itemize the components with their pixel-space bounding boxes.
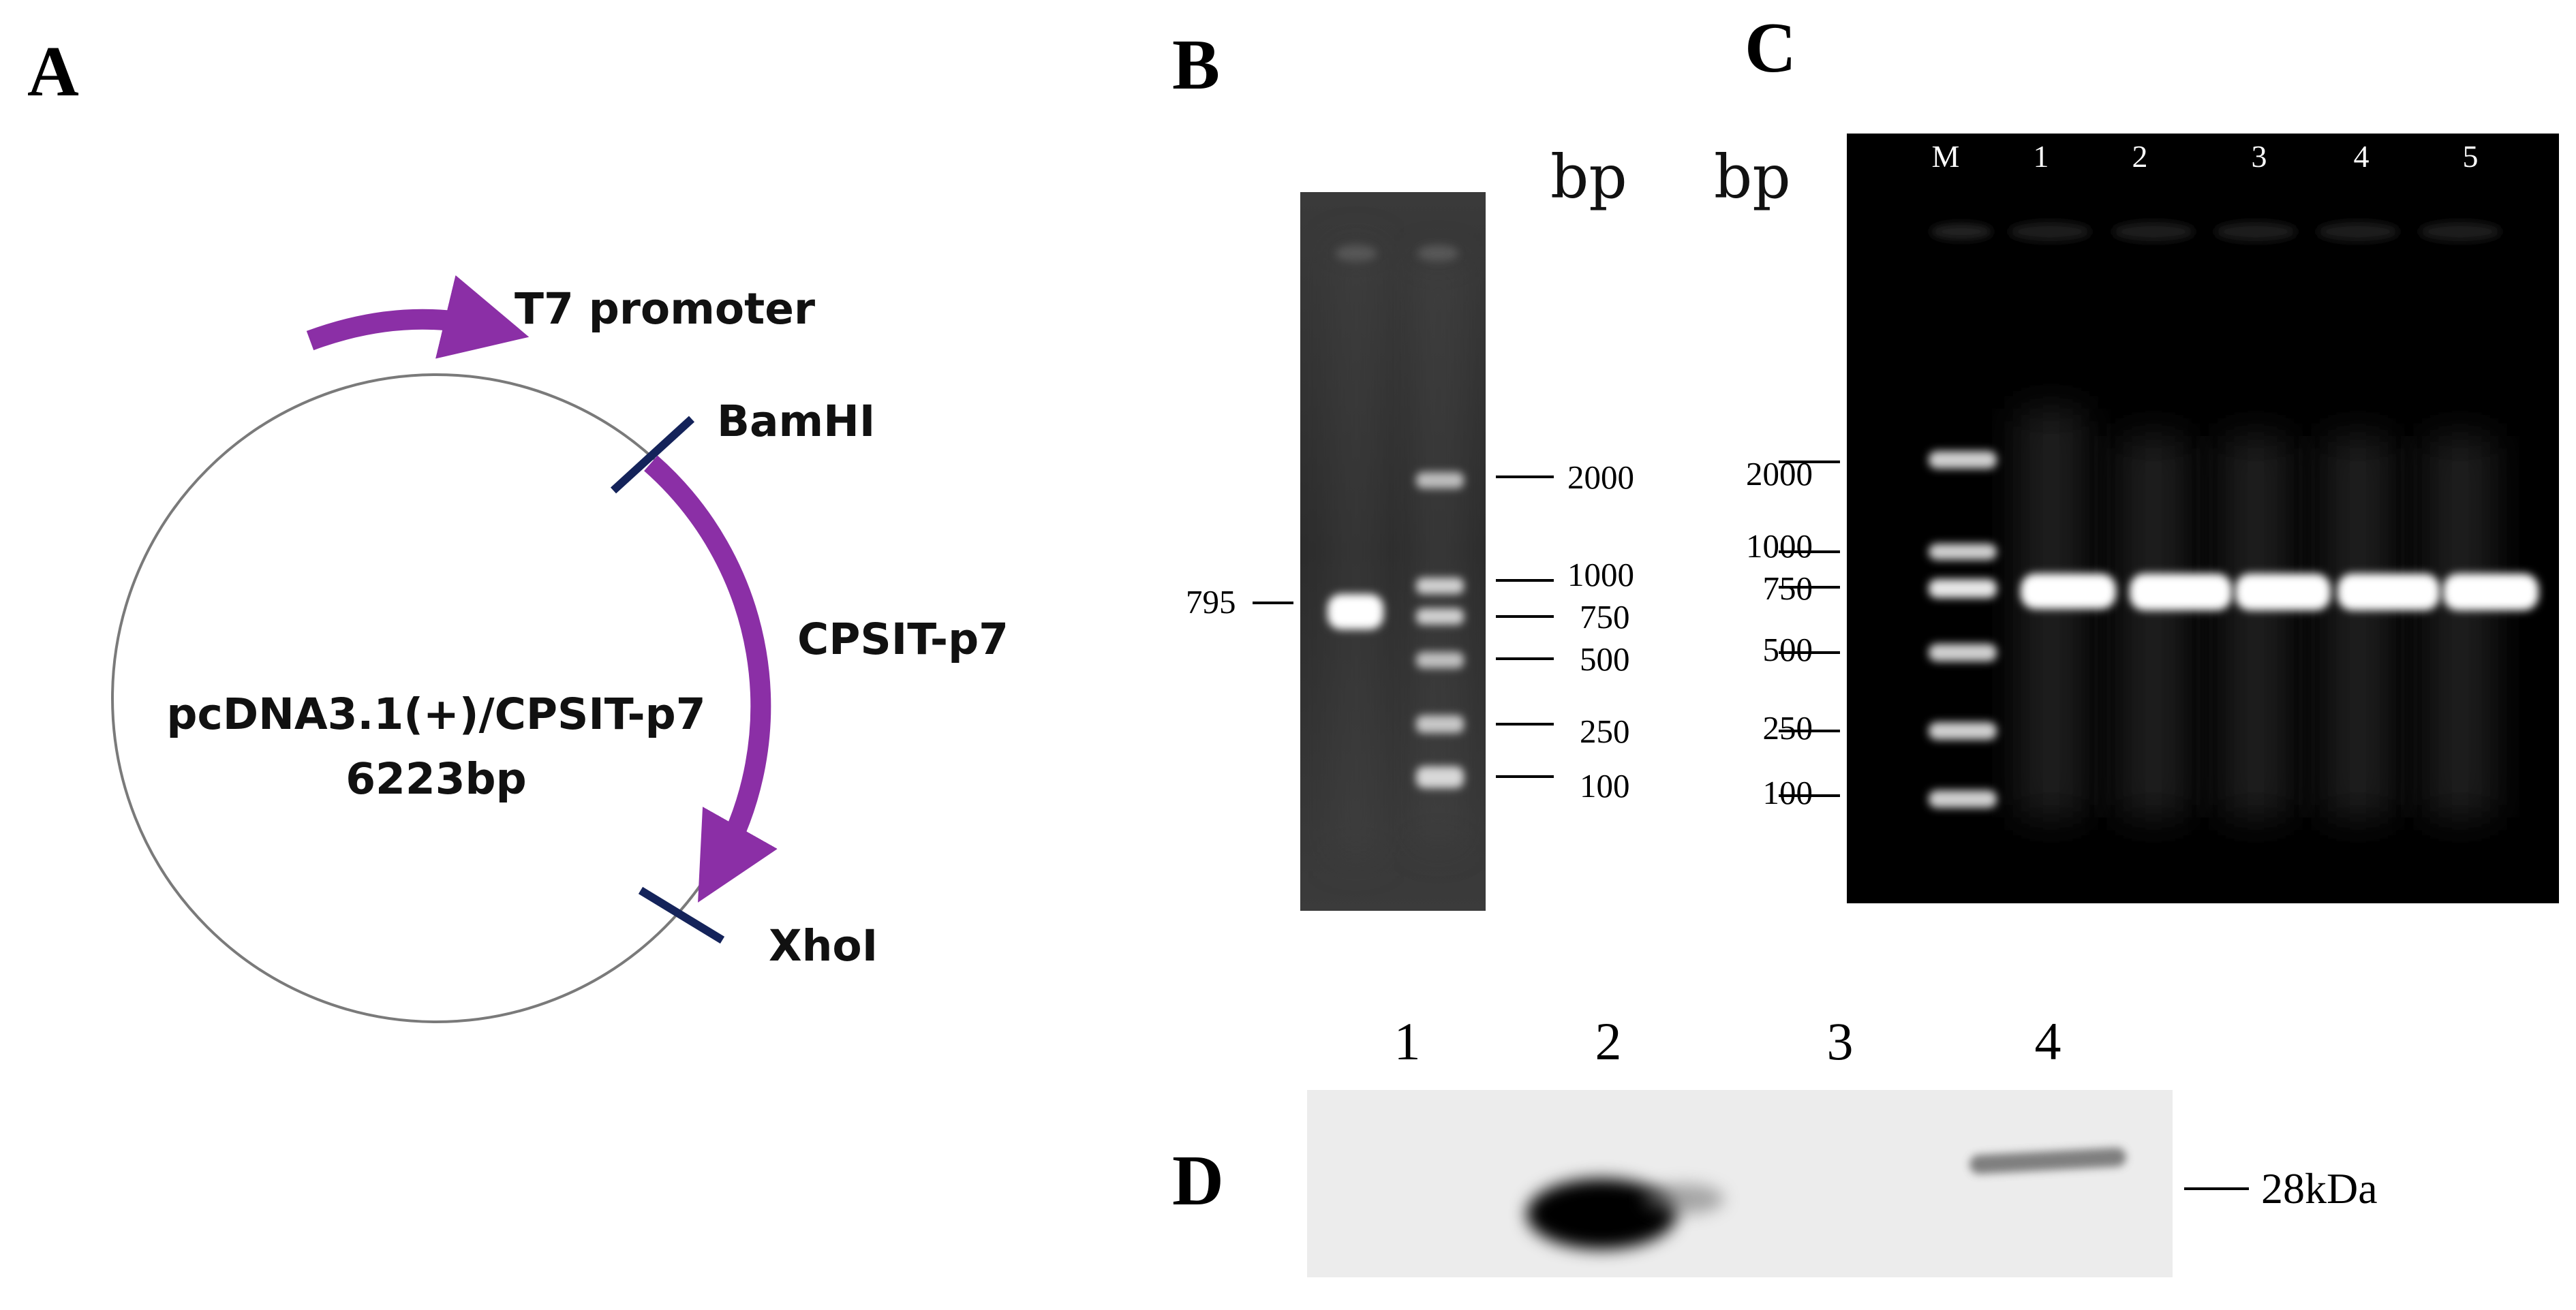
gel-c-ladder-250	[1929, 722, 1997, 740]
gel-c-lane-2: 2	[2132, 139, 2148, 174]
blot-band-lane-4	[1969, 1147, 2126, 1174]
gel-b-well-m	[1417, 245, 1458, 262]
gel-c-lane-3: 3	[2252, 139, 2267, 174]
gel-b-marker-750: 750	[1580, 598, 1630, 636]
gel-b-lane-1-smear	[1332, 245, 1380, 858]
panel-c-unit: bp	[1714, 142, 1791, 212]
blot-lane-3: 3	[1827, 1012, 1854, 1071]
plasmid-size: 6223bp	[346, 754, 527, 804]
xhoi-site-mark	[638, 886, 725, 944]
panel-c: C bp M 1 2 3 4 5	[1714, 7, 2559, 903]
cpsit-p7-insert-arrow	[644, 455, 778, 903]
panel-d-letter: D	[1172, 1140, 1224, 1220]
gel-b-marker-100: 100	[1580, 767, 1630, 805]
gel-c-lane-4: 4	[2354, 139, 2370, 174]
gel-b-ladder-500	[1416, 652, 1464, 668]
gel-c-marker-250: 250	[1763, 709, 1813, 747]
gel-c-ladder-2000	[1929, 451, 1997, 469]
xhoi-label: XhoI	[769, 921, 878, 971]
gel-b-marker-250: 250	[1580, 713, 1630, 750]
panel-c-letter: C	[1745, 7, 1796, 87]
gel-c-marker-1000: 1000	[1746, 527, 1813, 565]
gel-c-lane-5: 5	[2463, 139, 2479, 174]
gel-c-band-2	[2130, 574, 2232, 610]
gel-b-lane-m-smear	[1416, 259, 1460, 845]
gel-c-well-2	[2113, 222, 2194, 241]
gel-b-product-band	[1328, 594, 1383, 629]
western-blot-membrane	[1307, 1090, 2173, 1277]
gel-c-lane-4-smear	[2324, 436, 2392, 817]
t7-promoter-arrow	[306, 275, 530, 359]
gel-b-ladder-250	[1416, 715, 1464, 733]
gel-c-ladder-1000	[1929, 544, 1997, 560]
plasmid-name: pcDNA3.1(+)/CPSIT-p7	[166, 689, 705, 739]
bamhi-site-mark	[610, 416, 695, 494]
blot-lane-2: 2	[1595, 1012, 1622, 1071]
gel-b-marker-500: 500	[1580, 640, 1630, 678]
gel-c-band-4	[2337, 574, 2440, 610]
gel-c-band-1	[2021, 574, 2116, 609]
panel-a: A T7 promoter CPSIT-p7 BamHI XhoI pcDNA3…	[27, 31, 1009, 1023]
gel-c-band-5	[2443, 574, 2539, 610]
gel-c-lane-m: M	[1932, 139, 1960, 174]
gel-b-marker-1000: 1000	[1567, 556, 1634, 593]
gel-b-ladder-750	[1416, 608, 1464, 625]
gel-c-well-4	[2317, 222, 2399, 241]
gel-c-lane-1: 1	[2034, 139, 2049, 174]
gel-b-ladder-2000	[1416, 472, 1464, 488]
gel-c-marker-500: 500	[1763, 631, 1813, 668]
blot-lane-1: 1	[1394, 1012, 1421, 1071]
gel-c-lane-3-smear	[2222, 436, 2290, 817]
gel-c-lane-5-smear	[2426, 436, 2494, 817]
panel-a-letter: A	[27, 31, 79, 111]
blot-lane-4: 4	[2035, 1012, 2061, 1071]
gel-c-well-5	[2419, 222, 2501, 241]
blot-band-lane-2-tail	[1642, 1184, 1724, 1214]
t7-promoter-label: T7 promoter	[515, 284, 815, 334]
bamhi-label: BamHI	[717, 396, 875, 446]
panel-b: B bp 1 M 795 2000 1000 750 500 250	[1172, 25, 1634, 911]
gel-b-ladder-100	[1416, 766, 1464, 788]
panel-d: D 1 2 3 4 28kDa	[1172, 1012, 2378, 1277]
gel-c-lane-2-smear	[2119, 436, 2188, 817]
gel-b-lane-1: 1	[1345, 148, 1361, 183]
gel-b-lane-m: M	[1424, 148, 1452, 183]
gel-c-band-3	[2235, 574, 2331, 610]
panel-b-letter: B	[1172, 25, 1220, 104]
gel-c-lane-1-smear	[2017, 409, 2085, 817]
gel-c-well-m	[1931, 223, 1992, 240]
gel-b-marker-2000: 2000	[1567, 458, 1634, 496]
insert-label: CPSIT-p7	[797, 614, 1009, 664]
gel-b-product-label: 795	[1186, 583, 1236, 621]
panel-b-unit: bp	[1550, 142, 1627, 212]
blot-band-lane-2	[1527, 1179, 1676, 1249]
gel-c-well-1	[2009, 222, 2091, 241]
gel-b-ladder-1000	[1416, 578, 1464, 594]
gel-c-marker-100: 100	[1763, 774, 1813, 811]
blot-size-label: 28kDa	[2261, 1164, 2378, 1213]
gel-c-well-3	[2215, 222, 2297, 241]
gel-c-ladder-500	[1929, 644, 1997, 661]
gel-c-ladder-750	[1929, 579, 1997, 598]
gel-c-ladder-100	[1929, 790, 1997, 808]
